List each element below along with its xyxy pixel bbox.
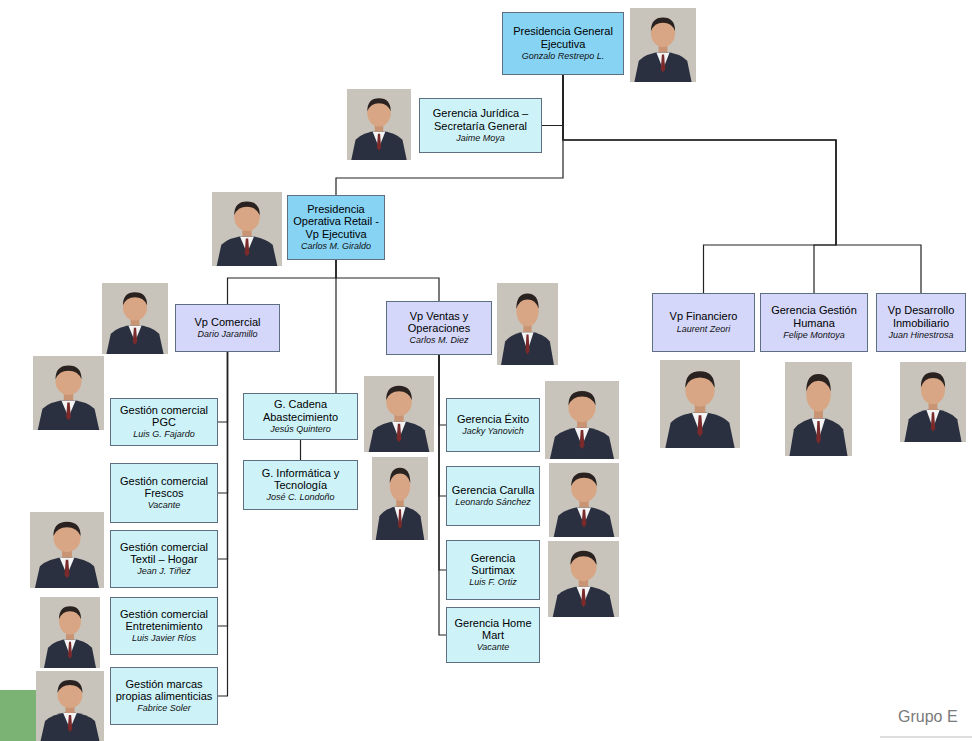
person-name: Jean J. Tiñez	[137, 566, 190, 577]
manager-box: Gerencia ÉxitoJacky Yanovich	[446, 398, 540, 452]
reporting-line	[439, 355, 446, 635]
portrait-photo	[630, 8, 696, 82]
position-title: G. Cadena Abastecimiento	[247, 398, 354, 423]
reporting-line	[218, 352, 228, 626]
position-title: Gerencia Home Mart	[450, 617, 536, 642]
reporting-line	[563, 75, 836, 293]
portrait-photo	[33, 356, 104, 430]
reporting-line	[439, 355, 446, 496]
brand-label: Grupo E	[898, 708, 958, 726]
portrait-photo	[549, 463, 619, 537]
executive-box: Presidencia General EjecutivaGonzalo Res…	[502, 12, 624, 75]
position-title: Gestión marcas propias alimenticias	[114, 678, 214, 703]
manager-box: Vp Ventas y OperacionesCarlos M. Diez	[386, 301, 492, 355]
reporting-line	[218, 352, 228, 422]
reporting-line	[218, 352, 228, 559]
portrait-photo	[212, 192, 282, 266]
portrait-photo	[40, 597, 100, 668]
portrait-photo	[347, 89, 411, 160]
portrait-photo	[900, 362, 966, 442]
position-title: Vp Ventas y Operaciones	[390, 310, 488, 335]
position-title: Presidencia General Ejecutiva	[506, 25, 620, 50]
person-name: Leonardo Sánchez	[455, 497, 531, 508]
reporting-line	[228, 260, 337, 304]
footer-rule	[880, 737, 972, 738]
person-name: Jaime Moya	[456, 133, 505, 144]
person-name: Vacante	[477, 642, 510, 653]
reporting-line	[335, 260, 336, 393]
position-title: Vp Desarrollo Inmobiliario	[880, 304, 962, 329]
manager-box: Vp ComercialDario Jaramillo	[175, 304, 280, 352]
executive-box: Presidencia Operativa Retail - Vp Ejecut…	[287, 195, 385, 260]
position-title: Gerencia Surtimax	[450, 552, 536, 577]
manager-box: Gestión comercial Textil – HogarJean J. …	[110, 530, 218, 588]
person-name: Felipe Montoya	[783, 330, 845, 341]
reporting-line	[439, 355, 446, 570]
manager-box: Gestión comercial FrescosVacante	[110, 463, 218, 523]
person-name: Jesús Quintero	[270, 424, 331, 435]
manager-box: Gestión marcas propias alimenticiasFabri…	[110, 667, 218, 725]
portrait-photo	[30, 512, 104, 588]
portrait-photo	[102, 283, 168, 354]
person-name: Luis F. Ortiz	[469, 577, 516, 588]
person-name: Carlos M. Diez	[409, 335, 468, 346]
reporting-line	[563, 75, 921, 293]
reporting-line	[336, 75, 563, 195]
manager-box: Gestión comercial PGCLuis G. Fajardo	[110, 398, 218, 446]
position-title: G. Informática y Tecnología	[247, 467, 354, 492]
person-name: Dario Jaramillo	[197, 329, 257, 340]
manager-box: Gestión comercial EntretenimientoLuis Ja…	[110, 597, 218, 655]
person-name: Luis G. Fajardo	[133, 429, 195, 440]
position-title: Gerencia Carulla	[452, 484, 535, 496]
reporting-line	[542, 75, 563, 126]
reporting-line	[563, 75, 836, 293]
position-title: Gerencia Gestión Humana	[764, 304, 864, 329]
manager-box: G. Informática y TecnologíaJosé C. Londo…	[243, 460, 358, 510]
reporting-line	[439, 355, 446, 425]
person-name: José C. Londoño	[266, 492, 334, 503]
portrait-photo	[372, 457, 428, 540]
portrait-photo	[660, 360, 740, 448]
position-title: Vp Comercial	[194, 316, 260, 328]
portrait-photo	[785, 362, 852, 456]
position-title: Gerencia Jurídica – Secretaría General	[423, 107, 538, 132]
position-title: Vp Financiero	[670, 310, 738, 322]
person-name: Vacante	[148, 500, 181, 511]
person-name: Fabrice Soler	[137, 703, 191, 714]
portrait-photo	[545, 381, 619, 459]
position-title: Gerencia Éxito	[457, 413, 529, 425]
position-title: Gestión comercial PGC	[114, 404, 214, 429]
manager-box: Gerencia Jurídica – Secretaría GeneralJa…	[419, 98, 542, 153]
background-blur	[0, 690, 36, 741]
manager-box: G. Cadena AbastecimientoJesús Quintero	[243, 393, 358, 440]
portrait-photo	[497, 283, 558, 365]
reporting-line	[300, 440, 301, 460]
manager-box: Gerencia CarullaLeonardo Sánchez	[446, 466, 540, 526]
position-title: Gestión comercial Frescos	[114, 475, 214, 500]
reporting-line	[218, 352, 228, 493]
reporting-line	[218, 352, 228, 696]
reporting-line	[336, 260, 439, 301]
person-name: Luis Javier Ríos	[132, 633, 196, 644]
person-name: Juan Hinestrosa	[888, 330, 953, 341]
portrait-photo	[548, 541, 619, 617]
person-name: Carlos M. Giraldo	[301, 241, 371, 252]
person-name: Jacky Yanovich	[462, 426, 524, 437]
manager-box: Gerencia SurtimaxLuis F. Ortiz	[446, 540, 540, 600]
portrait-photo	[36, 671, 104, 741]
manager-box: Gerencia Home MartVacante	[446, 607, 540, 663]
person-name: Gonzalo Restrepo L.	[522, 51, 605, 62]
position-title: Gestión comercial Entretenimiento	[114, 608, 214, 633]
position-title: Presidencia Operativa Retail - Vp Ejecut…	[291, 203, 381, 240]
person-name: Laurent Zeori	[677, 324, 731, 335]
portrait-photo	[364, 376, 434, 452]
manager-box: Vp FinancieroLaurent Zeori	[652, 293, 755, 352]
manager-box: Gerencia Gestión HumanaFelipe Montoya	[760, 293, 868, 352]
position-title: Gestión comercial Textil – Hogar	[114, 541, 214, 566]
manager-box: Vp Desarrollo InmobiliarioJuan Hinestros…	[876, 293, 966, 352]
